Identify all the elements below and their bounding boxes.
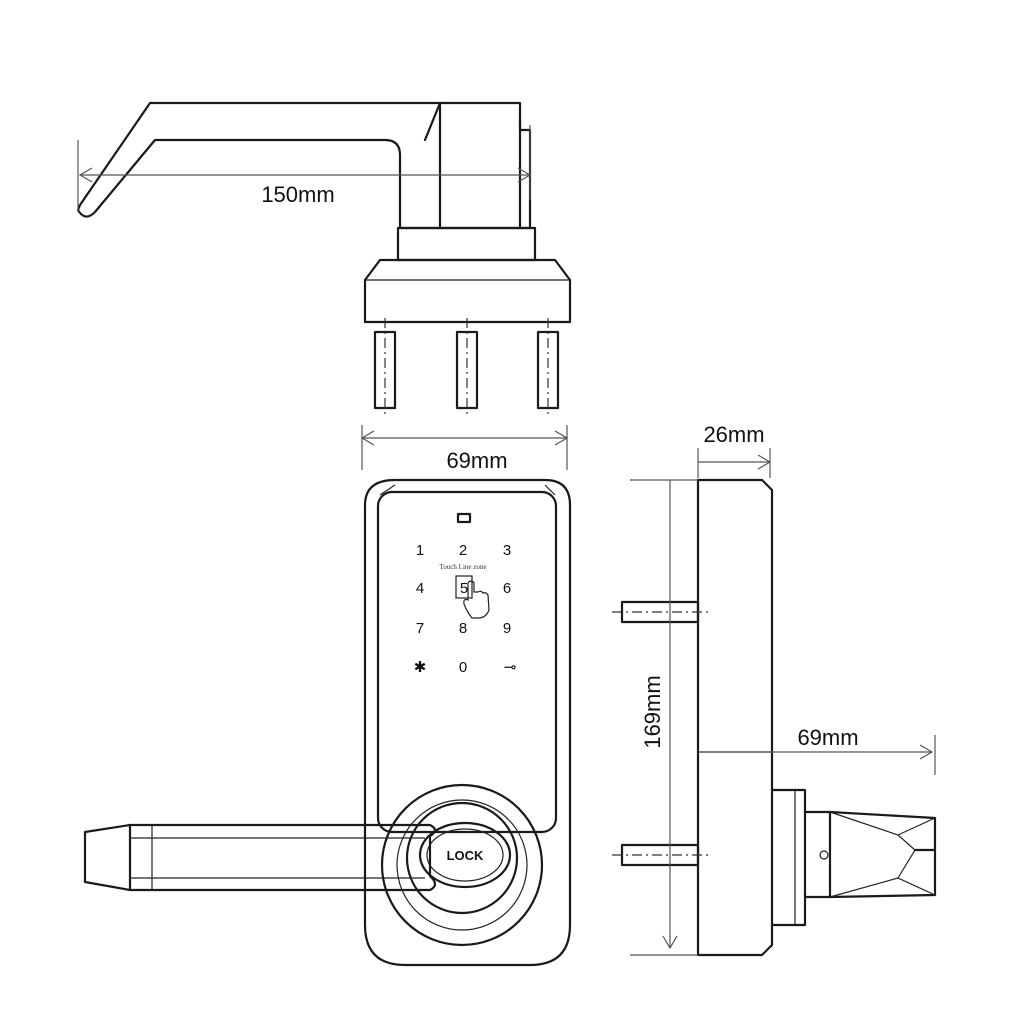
dim-label-169mm: 169mm [640, 675, 665, 748]
key-0: 0 [459, 659, 467, 676]
key-1: 1 [416, 542, 424, 559]
key-7: 7 [416, 620, 424, 637]
lock-label: LOCK [447, 848, 484, 863]
keypad: 1 2 3 Touch Line zone 4 5 6 7 8 9 ✱ 0 ⊸ [414, 542, 517, 676]
key-3: 3 [503, 542, 511, 559]
key-8: 8 [459, 620, 467, 637]
dim-label-69mm-top: 69mm [446, 448, 507, 473]
dim-169mm: 169mm [630, 479, 698, 956]
dim-69mm-top: 69mm [360, 425, 569, 473]
key-icon: ⊸ [504, 659, 517, 676]
key-star: ✱ [414, 659, 427, 676]
dim-26mm: 26mm [697, 422, 772, 478]
key-4: 4 [416, 580, 424, 597]
dim-label-69mm-side: 69mm [797, 725, 858, 750]
key-6: 6 [503, 580, 511, 597]
keypad-hint: Touch Line zone [440, 563, 487, 571]
dim-69mm-side: 69mm [698, 725, 936, 775]
dim-150mm: 150mm [77, 125, 532, 212]
side-view [612, 478, 937, 957]
key-2: 2 [459, 542, 467, 559]
key-5: 5 [460, 580, 468, 597]
front-view: LOCK [83, 478, 572, 967]
dim-label-150mm: 150mm [261, 182, 334, 207]
pointing-hand-icon [463, 580, 490, 619]
key-9: 9 [503, 620, 511, 637]
top-handle [76, 101, 572, 415]
dim-label-26mm: 26mm [703, 422, 764, 447]
